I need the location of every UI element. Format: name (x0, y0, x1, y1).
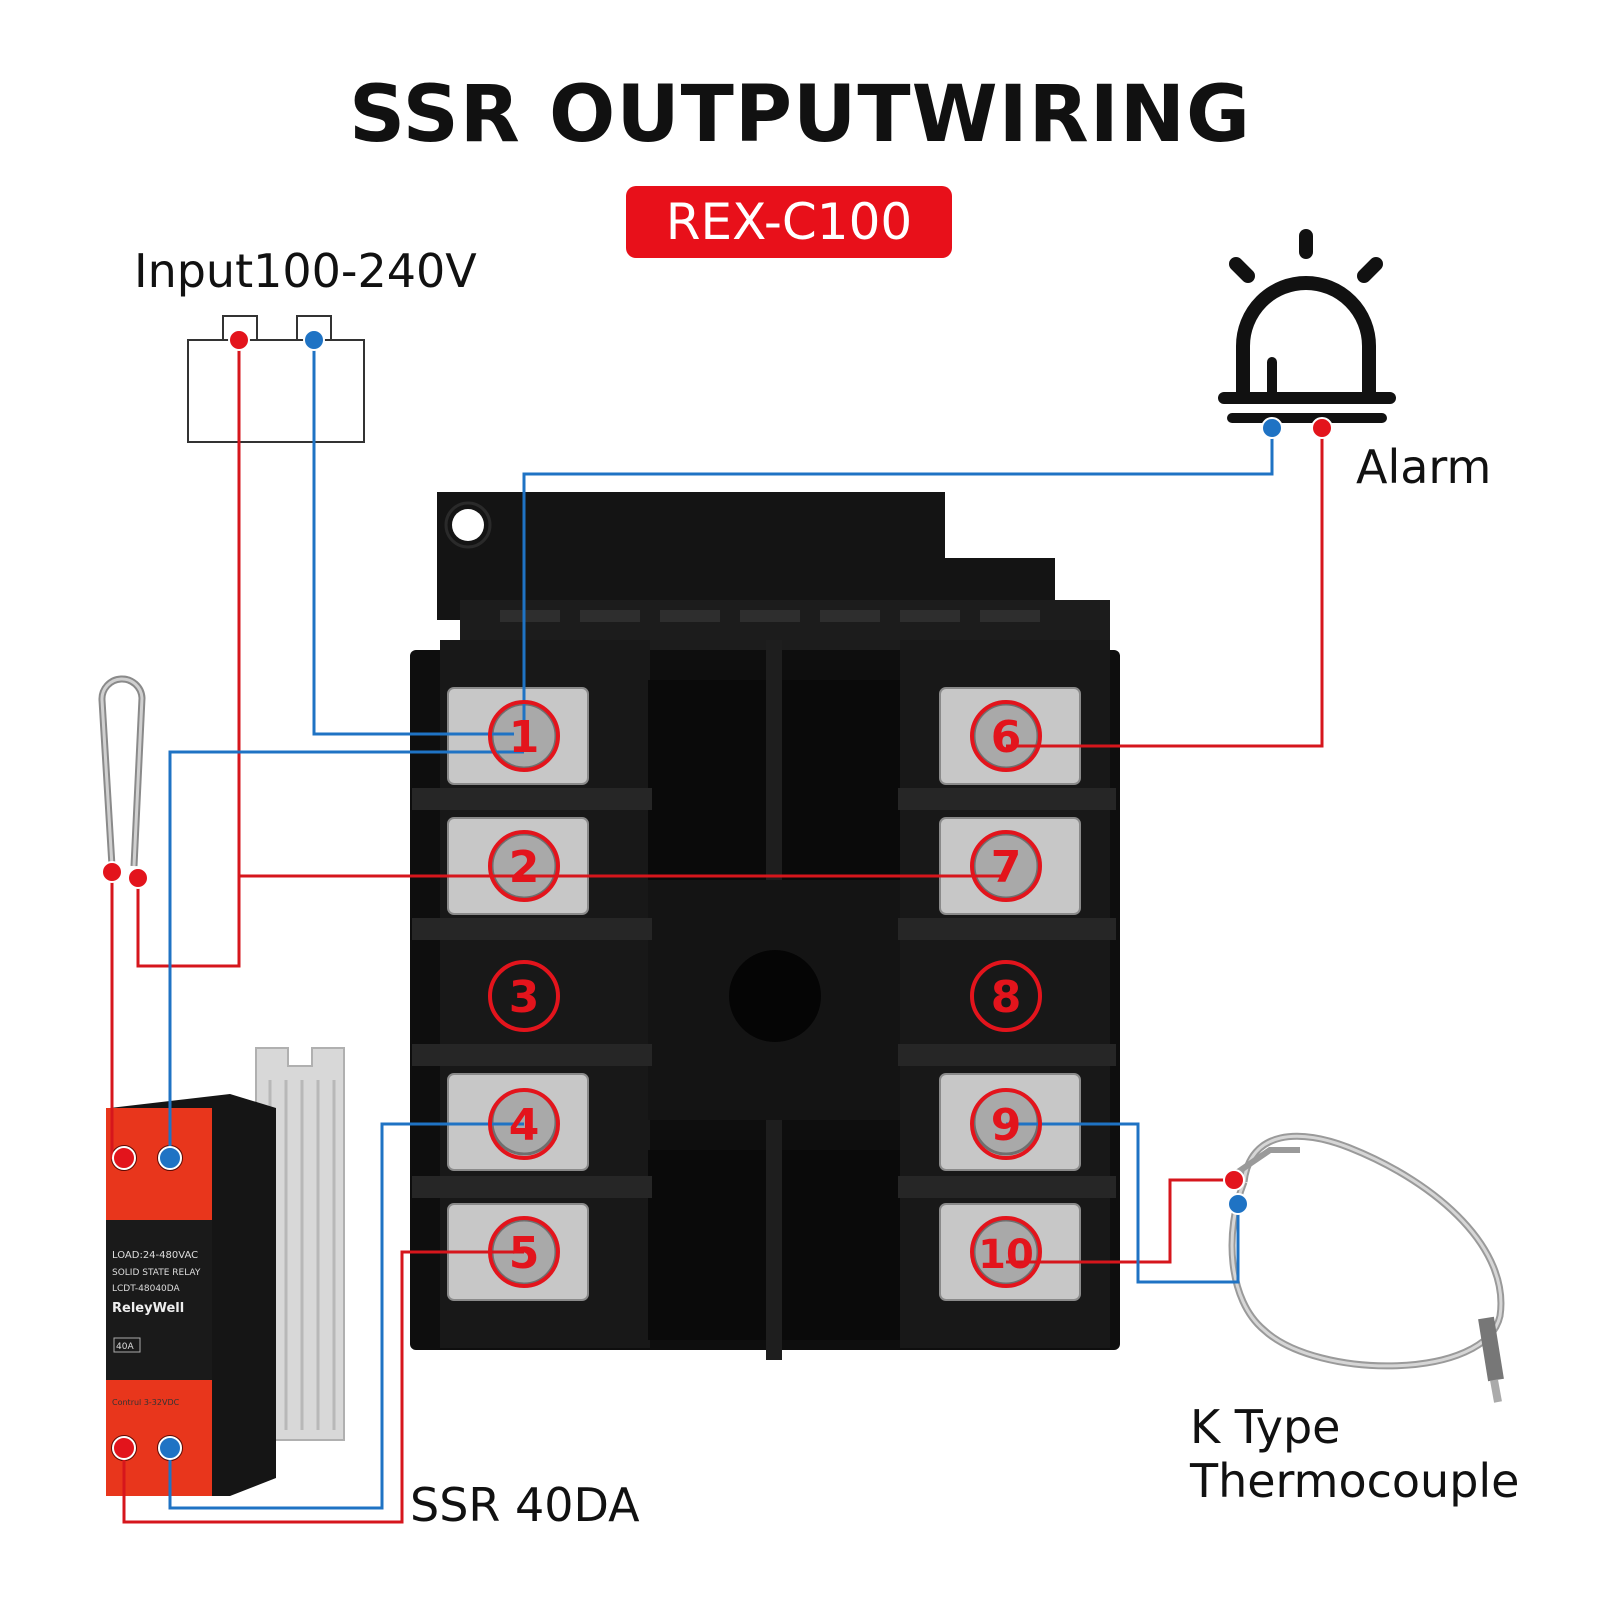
ssr-label: SSR 40DA (410, 1478, 640, 1532)
input-voltage-label: Input100-240V (134, 244, 477, 298)
terminal-label-9: 9 (991, 1100, 1022, 1151)
ssr-rating-text: 40A (116, 1342, 134, 1352)
terminal-label-8: 8 (991, 972, 1022, 1023)
page-title: SSR OUTPUTWIRING (348, 70, 1252, 160)
ssr-part-text: LCDT-48040DA (112, 1284, 181, 1294)
terminal-number-circles (488, 700, 1042, 1288)
alarm-label: Alarm (1356, 440, 1492, 494)
terminal-label-6: 6 (991, 712, 1022, 763)
ssr-load-text: LOAD:24-480VAC (112, 1250, 198, 1261)
terminal-label-3: 3 (509, 972, 540, 1023)
connection-dots (101, 329, 1333, 1460)
thermocouple-label: K Type Thermocouple (1190, 1400, 1519, 1508)
alarm-bell-icon (1218, 229, 1396, 423)
thermocouple-label-line2: Thermocouple (1190, 1454, 1520, 1508)
terminal-label-7: 7 (991, 842, 1022, 893)
thermal-fuse (98, 675, 146, 867)
screw-terminals (447, 687, 1081, 1301)
ssr-brand-text: ReleyWell (112, 1301, 184, 1316)
negative-wires (168, 340, 1274, 1510)
terminal-label-4: 4 (509, 1100, 540, 1151)
model-badge: REX-C100 (626, 186, 952, 258)
terminal-label-10: 10 (978, 1232, 1034, 1278)
thermocouple-label-line1: K Type (1190, 1400, 1341, 1454)
terminal-label-2: 2 (509, 842, 540, 893)
ssr-type-text: SOLID STATE RELAY (112, 1268, 201, 1278)
input-supply-box (187, 315, 365, 443)
thermocouple-probe (1228, 1132, 1505, 1403)
ssr-control-text: Contrul 3-32VDC (112, 1398, 180, 1407)
terminal-label-1: 1 (509, 712, 540, 763)
terminal-label-5: 5 (509, 1228, 540, 1279)
